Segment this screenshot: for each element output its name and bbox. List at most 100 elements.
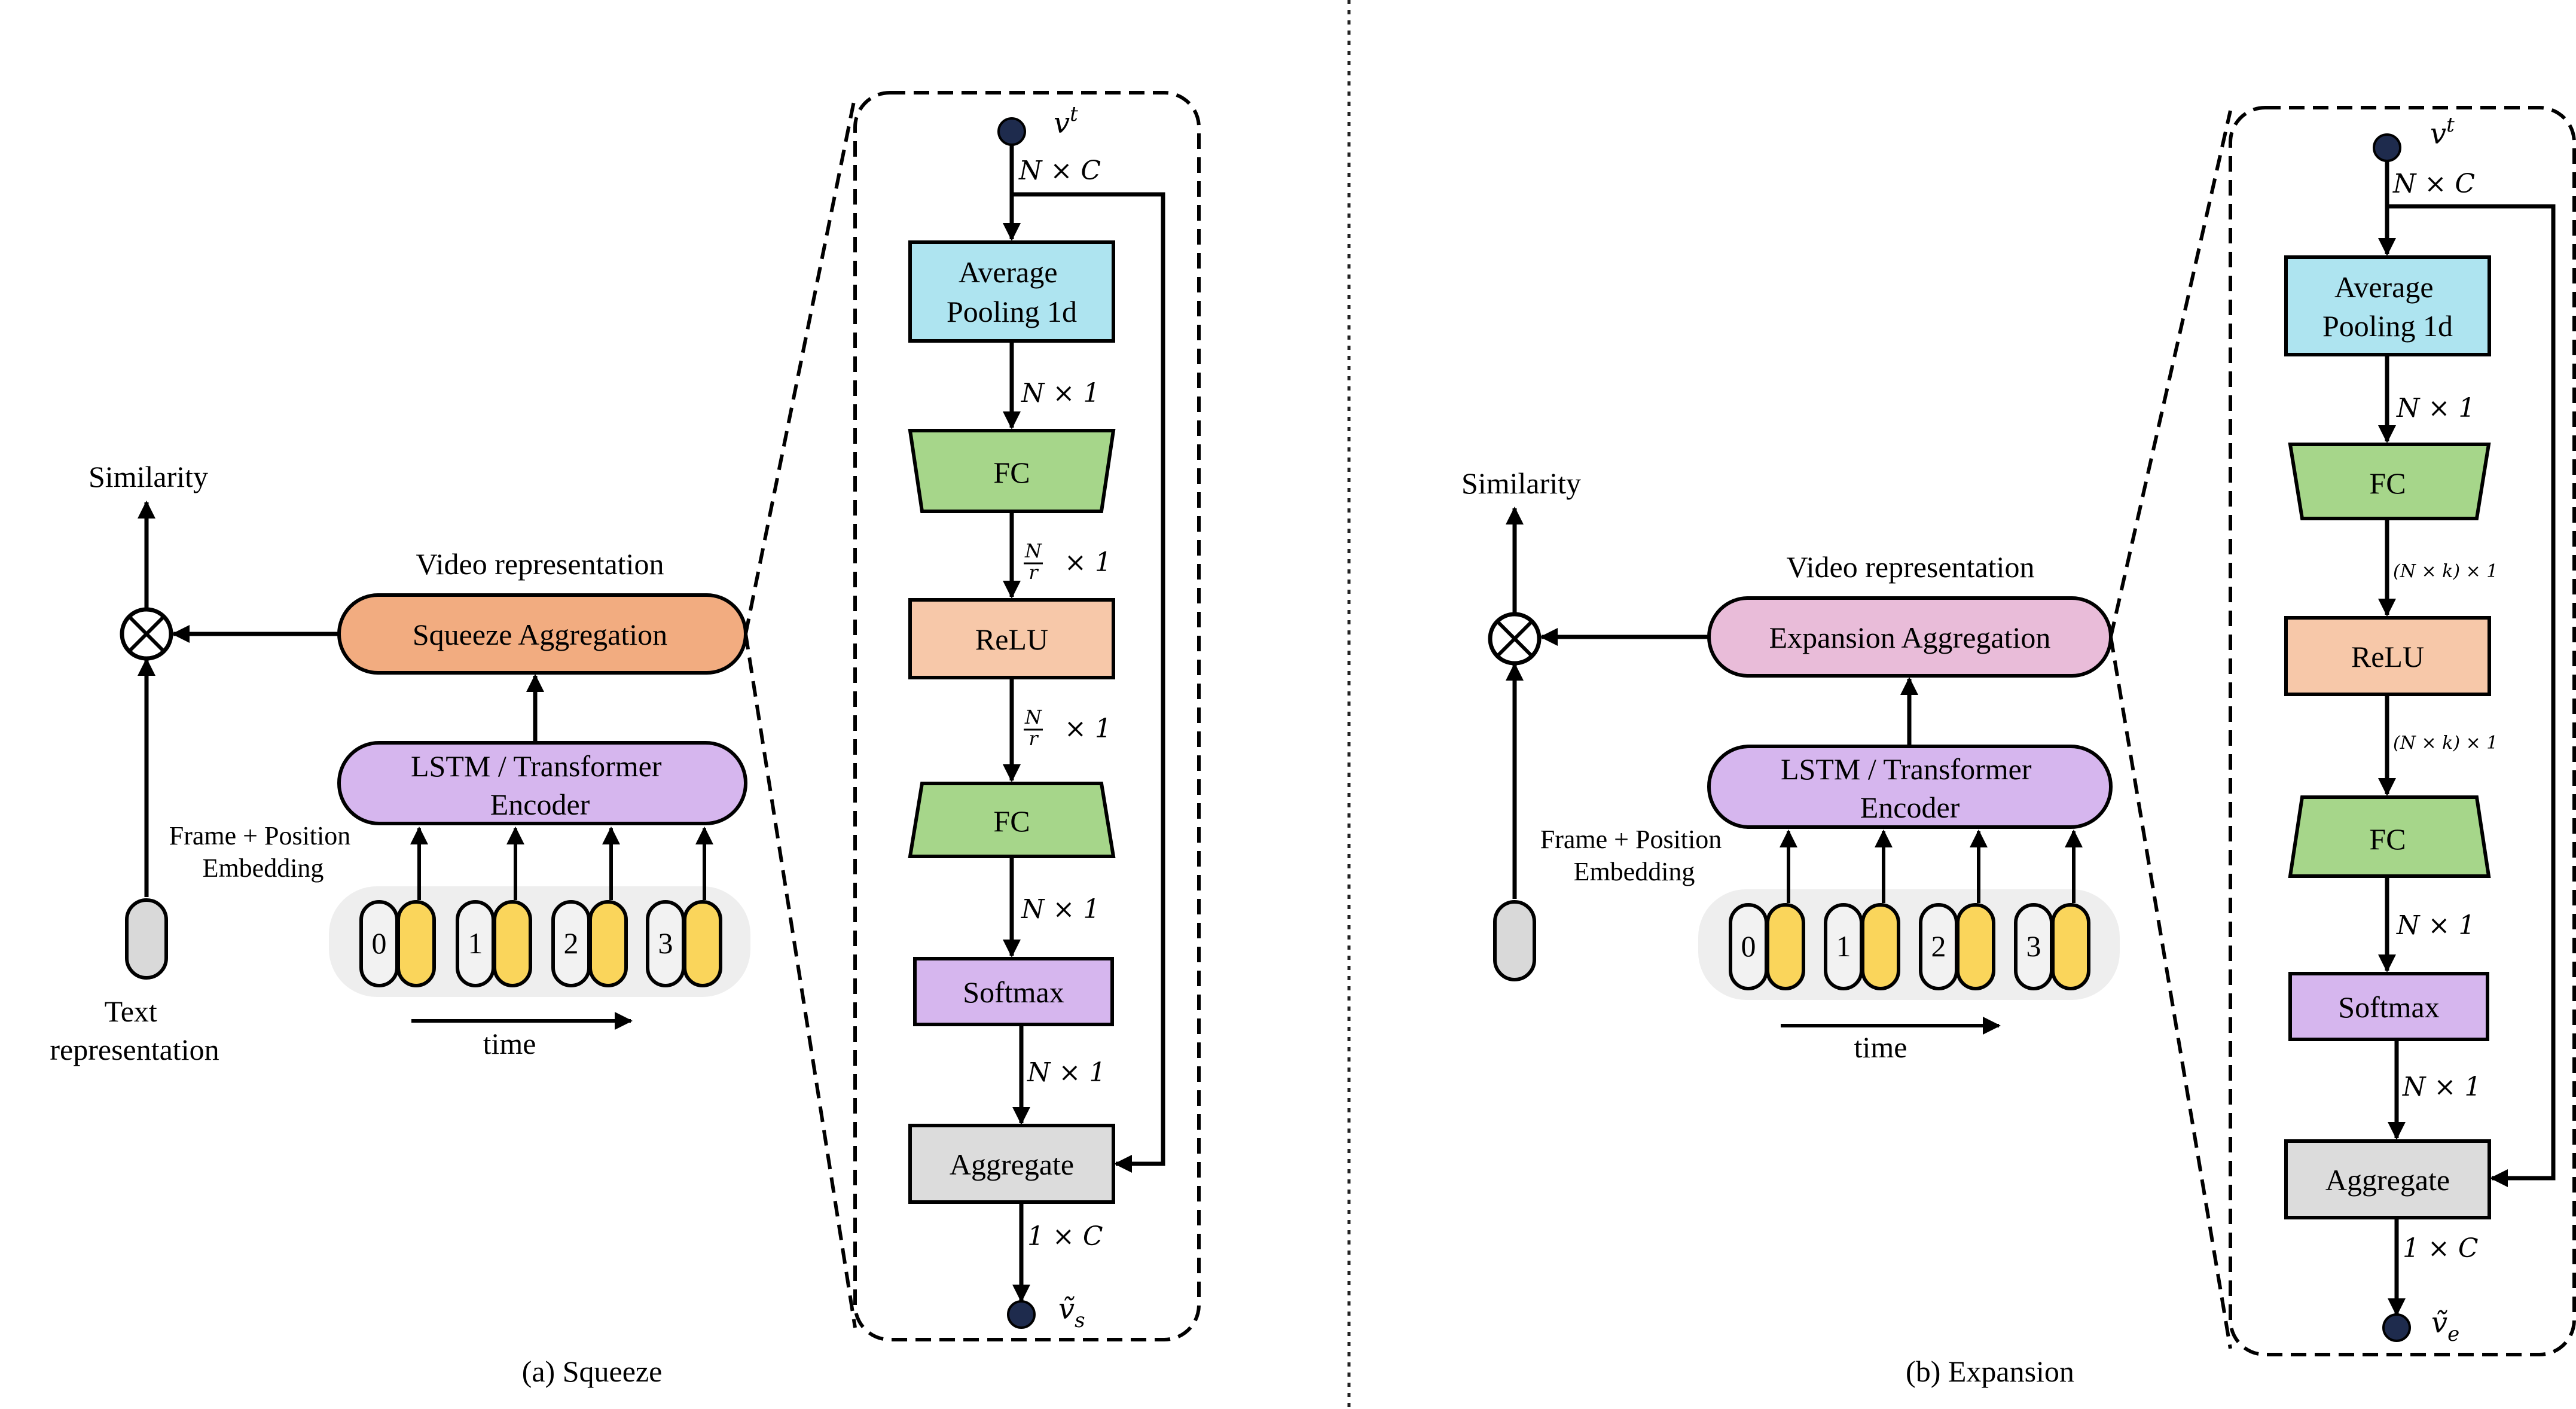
- softmax-block: Softmax: [913, 957, 1114, 1026]
- input-node: [2373, 133, 2401, 162]
- cross-product-icon: [120, 607, 173, 661]
- output-node: [1007, 1300, 1036, 1329]
- frame-token-2: 2: [1919, 829, 1995, 990]
- detail-frame: [853, 91, 1201, 1341]
- dim-after-pooling: N × 1: [1021, 378, 1100, 408]
- frame-token-2: 2: [551, 827, 628, 987]
- frame-tokens: 0 1 2 3: [359, 827, 722, 987]
- panel-a-caption: (a) Squeeze: [522, 1355, 663, 1388]
- aggregate-block: Aggregate: [908, 1124, 1115, 1204]
- aggregate-block: Aggregate: [2284, 1139, 2491, 1219]
- token-index: 2: [1931, 929, 1946, 963]
- dim-after-fc1: N r × 1: [1024, 539, 1112, 584]
- dim-after-fc2: N × 1: [2396, 910, 2475, 941]
- dim-input: N × C: [1018, 155, 1101, 186]
- frame-token-0: 0: [359, 827, 436, 987]
- detail-frame: [2229, 106, 2576, 1356]
- output-label: ṽs: [1058, 1292, 1085, 1332]
- similarity-label: Similarity: [88, 460, 208, 493]
- panel-b-caption: (b) Expansion: [1906, 1355, 2074, 1388]
- encoder-block: [1707, 745, 2113, 829]
- svg-text:N: N: [1024, 706, 1042, 728]
- svg-text:r: r: [1028, 727, 1039, 750]
- fc1-block: FC: [2288, 443, 2491, 520]
- encoder-block: [337, 741, 747, 825]
- panel-a: Similarity Text representation Video rep…: [50, 91, 1201, 1388]
- dim-after-relu: N r × 1: [1024, 706, 1112, 750]
- svg-text:× 1: × 1: [1064, 713, 1112, 744]
- svg-text:Aggregate: Aggregate: [2325, 1163, 2450, 1197]
- svg-text:Average Pooling 1d: Average Pooling 1d: [2322, 270, 2453, 343]
- svg-text:Aggregate: Aggregate: [950, 1148, 1074, 1181]
- skip-connection: [2387, 204, 2556, 1187]
- expansion-aggregation-label: Expansion Aggregation: [1769, 621, 2051, 654]
- token-index: 3: [658, 926, 673, 960]
- relu-block: ReLU: [908, 598, 1115, 679]
- svg-text:Average Pooling 1d: Average Pooling 1d: [947, 255, 1077, 328]
- squeeze-aggregation-label: Squeeze Aggregation: [413, 618, 667, 651]
- fc2-block: FC: [908, 782, 1116, 858]
- zoom-line-bottom: [744, 633, 857, 1328]
- frame-token-3: 3: [2014, 829, 2090, 990]
- average-pooling-block: Average Pooling 1d: [908, 240, 1115, 343]
- svg-text:r: r: [1028, 561, 1039, 584]
- svg-text:ReLU: ReLU: [975, 623, 1048, 656]
- frame-token-1: 1: [456, 827, 532, 987]
- svg-text:FC: FC: [993, 456, 1030, 489]
- dim-after-softmax: N × 1: [1027, 1057, 1106, 1088]
- fc1-block: FC: [908, 429, 1116, 513]
- token-index: 1: [1836, 929, 1851, 963]
- time-label: time: [483, 1027, 536, 1060]
- dim-after-pooling: N × 1: [2396, 393, 2475, 423]
- dim-after-fc2: N × 1: [1021, 894, 1100, 925]
- encoder-label: LSTM / Transformer Encoder: [411, 749, 669, 821]
- average-pooling-block: Average Pooling 1d: [2284, 255, 2491, 356]
- video-representation-label: Video representation: [416, 547, 664, 581]
- token-index: 0: [372, 926, 387, 960]
- token-index: 3: [2026, 929, 2041, 963]
- input-label: vt: [2430, 113, 2455, 151]
- squeeze-detail-box: vt N × C Average Pooling 1d N × 1 FC N: [853, 91, 1201, 1341]
- frame-tokens: 0 1 2 3: [1729, 829, 2090, 990]
- frame-position-embedding-label: Frame + Position Embedding: [169, 821, 358, 883]
- svg-text:ReLU: ReLU: [2351, 640, 2424, 673]
- encoder-label: LSTM / Transformer Encoder: [1781, 752, 2039, 824]
- frame-position-embedding-label: Frame + Position Embedding: [1540, 825, 1729, 886]
- frame-token-1: 1: [1824, 829, 1900, 990]
- svg-text:Softmax: Softmax: [963, 975, 1064, 1009]
- token-index: 0: [1741, 929, 1756, 963]
- frame-token-3: 3: [646, 827, 722, 987]
- dim-output: 1 × C: [2403, 1233, 2479, 1264]
- text-representation-label: Text representation: [50, 995, 219, 1066]
- svg-text:Softmax: Softmax: [2338, 990, 2439, 1024]
- frame-token-0: 0: [1729, 829, 1805, 990]
- token-index: 1: [468, 926, 483, 960]
- token-index: 2: [564, 926, 579, 960]
- input-label: vt: [1054, 102, 1078, 140]
- zoom-line-bottom: [2109, 636, 2232, 1349]
- dim-after-softmax: N × 1: [2402, 1072, 2481, 1102]
- text-token: [125, 898, 168, 980]
- cross-product-icon: [1488, 612, 1542, 666]
- zoom-line-top: [2109, 110, 2232, 638]
- svg-text:FC: FC: [993, 804, 1030, 838]
- zoom-line-top: [744, 95, 857, 635]
- svg-text:× 1: × 1: [1064, 547, 1112, 578]
- softmax-block: Softmax: [2288, 972, 2489, 1041]
- similarity-label: Similarity: [1461, 466, 1581, 500]
- output-label: ṽe: [2431, 1306, 2459, 1346]
- svg-text:FC: FC: [2369, 466, 2406, 500]
- output-node: [2382, 1313, 2411, 1342]
- dim-after-fc1: (N × k) × 1: [2393, 561, 2498, 582]
- dim-after-relu: (N × k) × 1: [2393, 733, 2498, 754]
- panel-b: Similarity Video representation Expansio…: [1461, 106, 2576, 1388]
- relu-block: ReLU: [2284, 616, 2491, 696]
- video-representation-label: Video representation: [1787, 550, 2035, 584]
- skip-connection: [1012, 192, 1165, 1173]
- dim-input: N × C: [2392, 169, 2475, 199]
- text-token: [1493, 900, 1536, 981]
- time-label: time: [1854, 1030, 1907, 1064]
- svg-text:FC: FC: [2369, 822, 2406, 856]
- dim-output: 1 × C: [1027, 1221, 1103, 1252]
